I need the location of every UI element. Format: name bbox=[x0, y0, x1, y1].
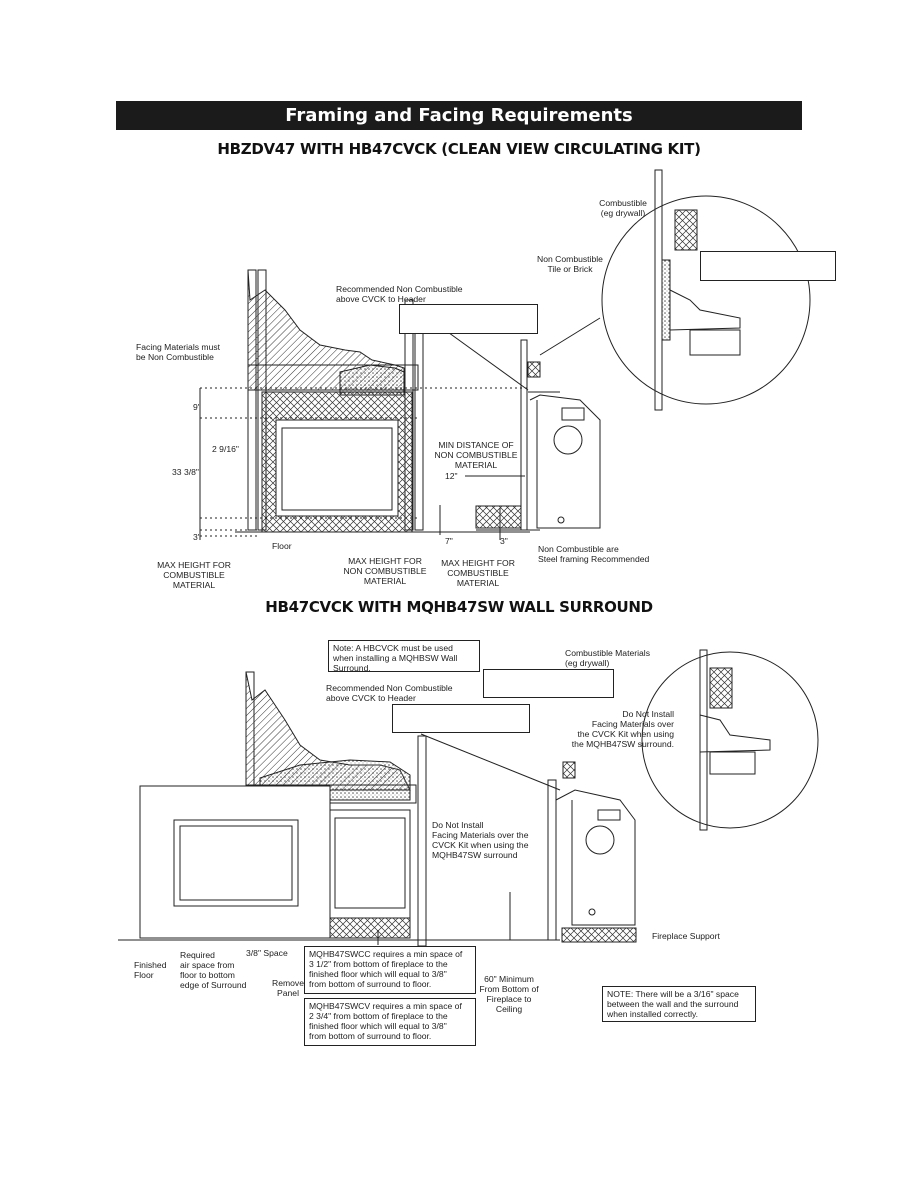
label-non-combustible-tile: Non Combustible Tile or Brick bbox=[537, 254, 603, 274]
label-floor: Floor bbox=[272, 541, 292, 551]
label-recommended-non-comb-2: Recommended Non Combustible above CVCK t… bbox=[326, 683, 453, 703]
label-facing-materials: Facing Materials must be Non Combustible bbox=[136, 342, 221, 362]
label-min-distance: MIN DISTANCE OF NON COMBUSTIBLE MATERIAL bbox=[434, 440, 518, 470]
label-do-not-install-right: Do Not Install Facing Materials over the… bbox=[571, 709, 674, 749]
note-3-16-box: NOTE: There will be a 3/16" space betwee… bbox=[602, 986, 756, 1022]
dim-7-inch: 7" bbox=[445, 536, 453, 546]
blank-callout-box-2 bbox=[399, 304, 538, 334]
diagram2-front-view bbox=[118, 671, 560, 947]
dim-2-9-16: 2 9/16" bbox=[212, 444, 239, 454]
diagram1-side-view bbox=[444, 329, 601, 531]
label-steel-framing: Non Combustible are Steel framing Recomm… bbox=[538, 544, 650, 564]
label-recommended-non-comb: Recommended Non Combustible above CVCK t… bbox=[336, 284, 463, 304]
dim-33-3-8: 33 3/8" bbox=[172, 467, 199, 477]
label-max-height-comb-right: MAX HEIGHT FOR COMBUSTIBLE MATERIAL bbox=[441, 558, 515, 588]
diagram1-detail-circle bbox=[539, 169, 811, 411]
dim-12-inch: 12" bbox=[445, 471, 458, 481]
label-min-60: 60" Minimum From Bottom of Fireplace to … bbox=[479, 974, 539, 1014]
blank-callout-box-3 bbox=[483, 669, 614, 698]
diagram2-title: HB47CVCK WITH MQHB47SW WALL SURROUND bbox=[265, 598, 653, 616]
diagram2-side-view bbox=[420, 733, 637, 943]
label-finished-floor: Finished Floor bbox=[134, 960, 167, 980]
label-combustible-materials: Combustible Materials (eg drywall) bbox=[565, 648, 651, 668]
label-max-height-comb-left: MAX HEIGHT FOR COMBUSTIBLE MATERIAL bbox=[157, 560, 231, 590]
diagram2-detail-circle bbox=[641, 649, 819, 831]
blank-callout-box-4 bbox=[392, 704, 530, 733]
label-do-not-install-mid: Do Not Install Facing Materials over the… bbox=[432, 820, 529, 860]
diagram1-title: HBZDV47 WITH HB47CVCK (CLEAN VIEW CIRCUL… bbox=[217, 140, 701, 158]
note-swcc-box: MQHB47SWCC requires a min space of 3 1/2… bbox=[304, 946, 476, 994]
label-3-8-space: 3/8" Space bbox=[246, 948, 288, 958]
note-swcv-box: MQHB47SWCV requires a min space of 2 3/4… bbox=[304, 998, 476, 1046]
diagram1-front-view bbox=[199, 269, 530, 540]
label-remove-panel: Remove Panel bbox=[272, 978, 304, 998]
blank-callout-box-1 bbox=[700, 251, 836, 281]
label-max-height-noncomb: MAX HEIGHT FOR NON COMBUSTIBLE MATERIAL bbox=[343, 556, 427, 586]
label-combustible: Combustible (eg drywall) bbox=[599, 198, 647, 218]
dim-9-inch: 9" bbox=[193, 402, 201, 412]
label-fireplace-support: Fireplace Support bbox=[652, 931, 720, 941]
label-required-air-space: Required air space from floor to bottom … bbox=[180, 950, 247, 990]
dim-3-inch-left: 3" bbox=[193, 532, 201, 542]
dim-3-inch-right: 3" bbox=[500, 536, 508, 546]
note-hbcvck-box: Note: A HBCVCK must be used when install… bbox=[328, 640, 480, 673]
section-title-banner: Framing and Facing Requirements bbox=[116, 101, 802, 130]
